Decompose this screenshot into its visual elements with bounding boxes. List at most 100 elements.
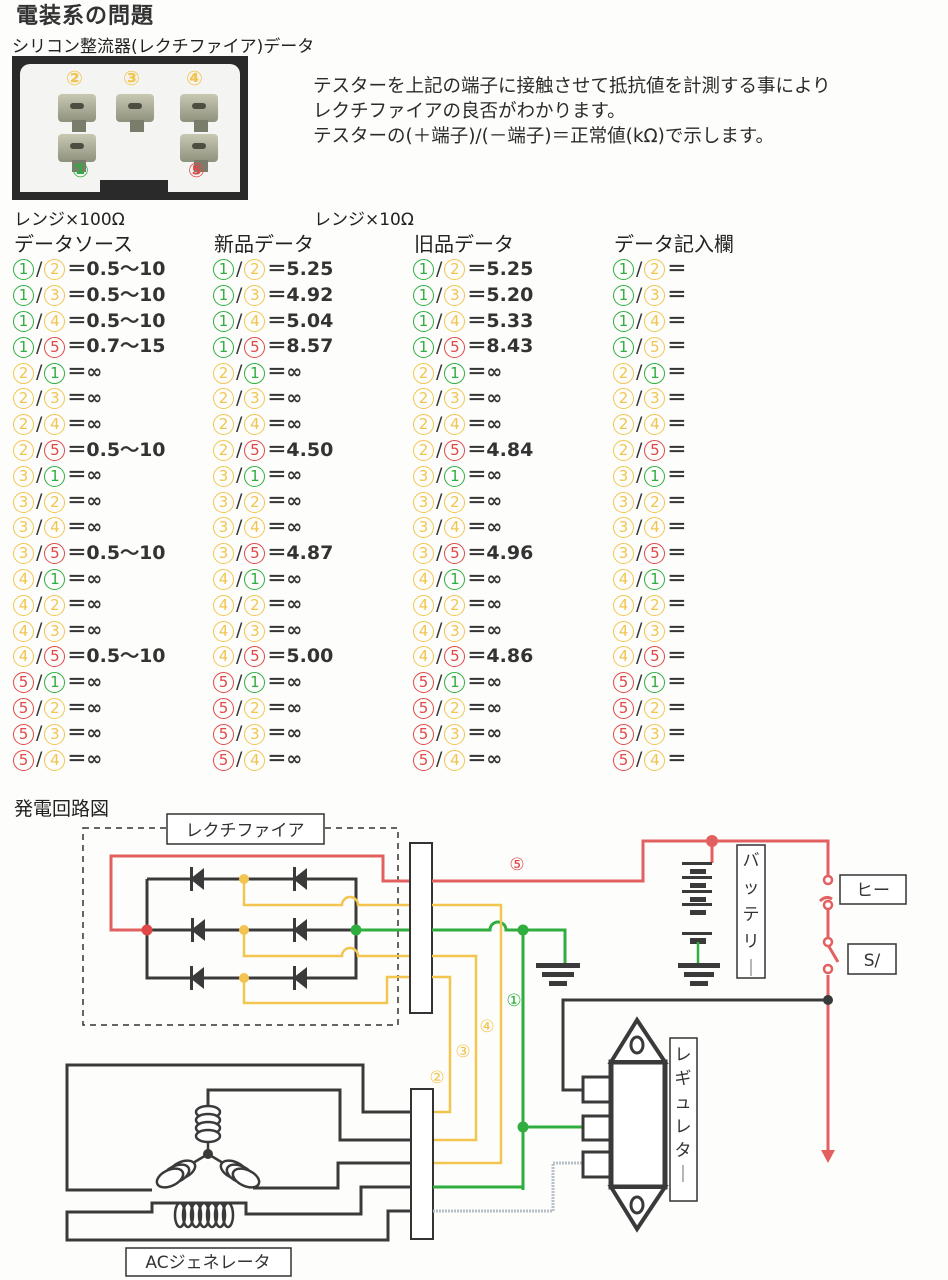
measurement-row[interactable]: 4/3＝ <box>613 618 686 644</box>
equals-sign: ＝ <box>667 361 687 384</box>
measurement-row[interactable]: 1/3＝ <box>613 283 686 309</box>
equals-sign: ＝ <box>267 490 287 513</box>
separator: / <box>636 361 643 384</box>
plus-terminal-badge: 2 <box>213 388 234 410</box>
measurement-row: 3/1＝∞ <box>13 463 166 489</box>
plus-terminal-badge: 5 <box>413 672 434 694</box>
measurement-row[interactable]: 2/4＝ <box>613 412 686 438</box>
range-label-x100: レンジ×100Ω <box>14 210 125 230</box>
resistance-value: 5.04 <box>286 309 334 332</box>
measurement-row[interactable]: 2/3＝ <box>613 386 686 412</box>
minus-terminal-badge: 2 <box>244 259 266 281</box>
separator: / <box>36 515 43 538</box>
resistance-value: 4.92 <box>286 283 334 306</box>
separator: / <box>636 438 643 461</box>
resistance-value: ∞ <box>486 567 503 590</box>
plus-terminal-badge: 1 <box>613 285 634 307</box>
measurement-row[interactable]: 3/1＝ <box>613 463 686 489</box>
measurement-row: 2/3＝∞ <box>413 386 533 412</box>
plus-terminal-badge: 5 <box>13 749 34 771</box>
plus-terminal-badge: 3 <box>413 465 434 487</box>
equals-sign: ＝ <box>267 696 287 719</box>
equals-sign: ＝ <box>67 696 87 719</box>
battery-ground-icon <box>678 963 720 986</box>
plus-terminal-badge: 5 <box>213 723 234 745</box>
plus-terminal-badge: 1 <box>13 259 34 281</box>
column-header-new: 新品データ <box>214 232 314 256</box>
measurement-row[interactable]: 3/4＝ <box>613 515 686 541</box>
measurement-row[interactable]: 3/5＝ <box>613 541 686 567</box>
plus-terminal-badge: 5 <box>13 723 34 745</box>
equals-sign: ＝ <box>67 283 87 306</box>
measurement-row: 2/4＝∞ <box>213 412 333 438</box>
minus-terminal-badge: 5 <box>244 646 266 668</box>
equals-sign: ＝ <box>67 335 87 358</box>
minus-terminal-badge: 2 <box>644 259 666 281</box>
minus-terminal-badge: 1 <box>444 672 466 694</box>
minus-terminal-badge: 2 <box>444 697 466 719</box>
vertical-label-char: バ <box>743 851 760 871</box>
minus-terminal-badge: 5 <box>644 543 666 565</box>
measurement-row: 4/1＝∞ <box>213 567 333 593</box>
intro-line: レクチファイアの良否がわかります。 <box>313 101 626 122</box>
measurement-row: 2/3＝∞ <box>13 386 166 412</box>
measurement-row[interactable]: 2/1＝ <box>613 360 686 386</box>
measurement-row[interactable]: 4/2＝ <box>613 592 686 618</box>
plus-terminal-badge: 4 <box>613 620 634 642</box>
plus-terminal-badge: 5 <box>413 723 434 745</box>
resistance-value: 4.96 <box>486 541 534 564</box>
measurement-row[interactable]: 5/4＝ <box>613 747 686 773</box>
measurement-row: 3/2＝∞ <box>213 489 333 515</box>
resistance-value: ∞ <box>486 748 503 771</box>
measurement-row[interactable]: 5/1＝ <box>613 670 686 696</box>
resistance-value: 5.25 <box>486 258 534 280</box>
measurement-row[interactable]: 4/5＝ <box>613 644 686 670</box>
resistance-value: ∞ <box>286 696 303 719</box>
equals-sign: ＝ <box>467 490 487 513</box>
measurement-row[interactable]: 1/4＝ <box>613 309 686 335</box>
resistance-value: ∞ <box>286 748 303 771</box>
equals-sign: ＝ <box>467 464 487 487</box>
separator: / <box>36 541 43 564</box>
minus-terminal-badge: 4 <box>244 310 266 332</box>
vertical-label-char: リ <box>743 932 760 952</box>
measurement-row[interactable]: 2/5＝ <box>613 438 686 464</box>
plus-terminal-badge: 5 <box>613 749 634 771</box>
diodes <box>190 867 307 990</box>
measurement-row[interactable]: 1/2＝ <box>613 257 686 283</box>
resistance-value: 4.84 <box>486 438 534 461</box>
measurement-row[interactable]: 4/1＝ <box>613 567 686 593</box>
equals-sign: ＝ <box>667 619 687 642</box>
vertical-label-char: ギ <box>675 1069 692 1089</box>
yellow-wires-internal <box>242 879 415 1005</box>
measurement-row: 2/1＝∞ <box>213 360 333 386</box>
plus-terminal-badge: 2 <box>613 388 634 410</box>
measurement-row[interactable]: 1/5＝ <box>613 334 686 360</box>
equals-sign: ＝ <box>467 541 487 564</box>
measurement-row: 3/1＝∞ <box>413 463 533 489</box>
wire-label-3: ③ <box>455 1042 470 1062</box>
diode-icon <box>191 918 205 942</box>
resistance-value: 8.57 <box>286 335 334 358</box>
column-header-source: データソース <box>14 232 133 256</box>
measurement-row[interactable]: 5/3＝ <box>613 721 686 747</box>
minus-terminal-badge: 1 <box>644 568 666 590</box>
minus-terminal-badge: 1 <box>444 465 466 487</box>
equals-sign: ＝ <box>467 283 487 306</box>
regulator-label: レギュレタ｜ <box>675 1045 692 1185</box>
minus-terminal-badge: 5 <box>44 646 66 668</box>
separator: / <box>436 283 443 306</box>
minus-terminal-badge: 3 <box>244 723 266 745</box>
separator: / <box>236 490 243 513</box>
column-header-entry: データ記入欄 <box>614 232 734 256</box>
plus-terminal-badge: 3 <box>213 517 234 539</box>
resistance-value: ∞ <box>86 490 103 513</box>
vertical-label-char: ッ <box>743 878 760 898</box>
separator: / <box>436 412 443 435</box>
measurement-row[interactable]: 5/2＝ <box>613 696 686 722</box>
separator: / <box>36 361 43 384</box>
separator: / <box>236 541 243 564</box>
measurement-row[interactable]: 3/2＝ <box>613 489 686 515</box>
resistance-value: ∞ <box>86 515 103 538</box>
